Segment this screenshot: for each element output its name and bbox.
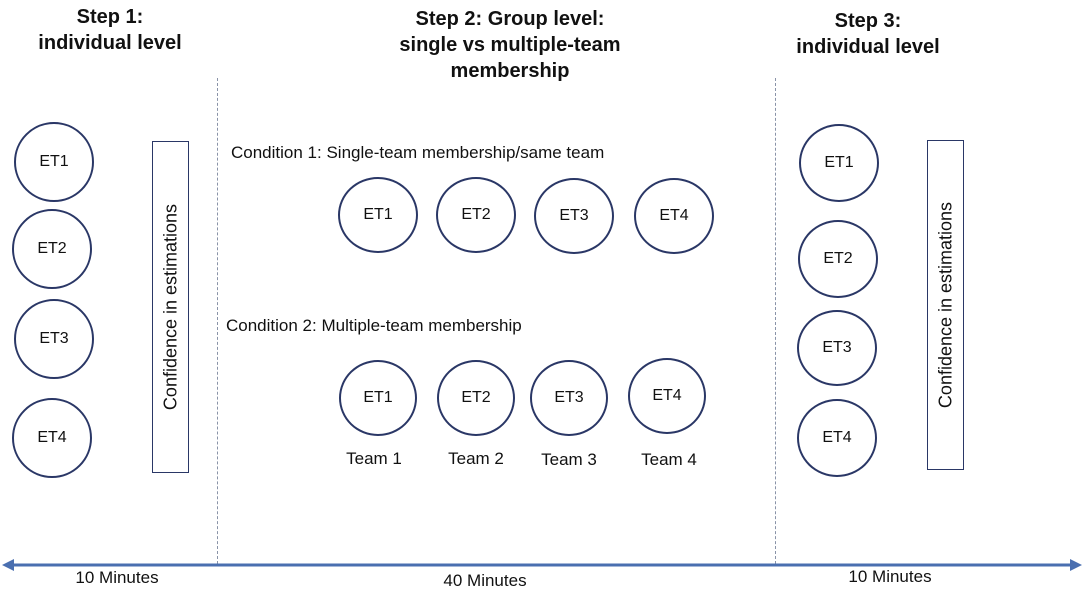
condition1-label: Condition 1: Single-team membership/same… xyxy=(231,143,605,162)
team1-label: Team 1 xyxy=(346,449,402,468)
timeline-step1-duration: 10 Minutes xyxy=(75,568,159,587)
step1-circle-et1: ET1 xyxy=(14,122,94,202)
step1-circle-et2: ET2 xyxy=(12,209,92,289)
step1-circle-et1-label: ET1 xyxy=(39,153,69,170)
step1-circle-et3-label: ET3 xyxy=(39,330,69,347)
step3-title-line2: individual level xyxy=(796,36,940,58)
step2-title: Step 2: Group level: single vs multiple-… xyxy=(330,6,690,84)
step2-title-line1: Step 2: Group level: xyxy=(415,8,605,30)
step3-circle-et4-label: ET4 xyxy=(822,429,852,446)
step2-title-line3: membership xyxy=(450,60,570,82)
condition1-circle-et4-label: ET4 xyxy=(659,207,689,224)
timeline-arrow xyxy=(2,559,1082,571)
condition1-circle-et3: ET3 xyxy=(534,178,614,254)
condition2-circle-et2-label: ET2 xyxy=(461,389,491,406)
step3-circle-et2-label: ET2 xyxy=(823,250,853,267)
condition2-circle-et1: ET1 xyxy=(339,360,417,436)
divider-right xyxy=(775,78,776,564)
step1-circle-et4-label: ET4 xyxy=(37,429,67,446)
step3-confidence-box: Confidence in estimations xyxy=(927,140,964,470)
condition1-circle-et2-label: ET2 xyxy=(461,206,491,223)
step2-title-line2: single vs multiple-team xyxy=(399,34,621,56)
step1-confidence-box: Confidence in estimations xyxy=(152,141,189,473)
condition2-circle-et4: ET4 xyxy=(628,358,706,434)
step1-title: Step 1: individual level xyxy=(10,4,210,56)
condition2-circle-et2: ET2 xyxy=(437,360,515,436)
condition2-circle-et4-label: ET4 xyxy=(652,387,682,404)
step1-circle-et3: ET3 xyxy=(14,299,94,379)
condition2-circle-et1-label: ET1 xyxy=(363,389,393,406)
team4-label: Team 4 xyxy=(641,450,697,469)
step3-circle-et1-label: ET1 xyxy=(824,154,854,171)
condition1-circle-et2: ET2 xyxy=(436,177,516,253)
step1-circle-et2-label: ET2 xyxy=(37,240,67,257)
step3-circle-et1: ET1 xyxy=(799,124,879,202)
step3-circle-et3: ET3 xyxy=(797,310,877,386)
divider-left xyxy=(217,78,218,564)
step1-confidence-label: Confidence in estimations xyxy=(160,203,180,411)
step3-title-line1: Step 3: xyxy=(834,10,902,32)
condition2-label: Condition 2: Multiple-team membership xyxy=(226,316,522,335)
condition1-circle-et3-label: ET3 xyxy=(559,207,589,224)
condition2-circle-et3-label: ET3 xyxy=(554,389,584,406)
step3-title: Step 3: individual level xyxy=(768,8,968,60)
step1-title-line2: individual level xyxy=(38,32,182,54)
timeline-step2-duration: 40 Minutes xyxy=(443,571,527,590)
step3-circle-et3-label: ET3 xyxy=(822,339,852,356)
condition1-circle-et1-label: ET1 xyxy=(363,206,393,223)
step1-title-line1: Step 1: xyxy=(76,6,144,28)
condition1-circle-et4: ET4 xyxy=(634,178,714,254)
team2-label: Team 2 xyxy=(448,449,504,468)
step3-circle-et2: ET2 xyxy=(798,220,878,298)
step3-circle-et4: ET4 xyxy=(797,399,877,477)
condition1-circle-et1: ET1 xyxy=(338,177,418,253)
step3-confidence-label: Confidence in estimations xyxy=(935,201,955,409)
timeline-step3-duration: 10 Minutes xyxy=(848,567,932,586)
team3-label: Team 3 xyxy=(541,450,597,469)
step1-circle-et4: ET4 xyxy=(12,398,92,478)
condition2-circle-et3: ET3 xyxy=(530,360,608,436)
